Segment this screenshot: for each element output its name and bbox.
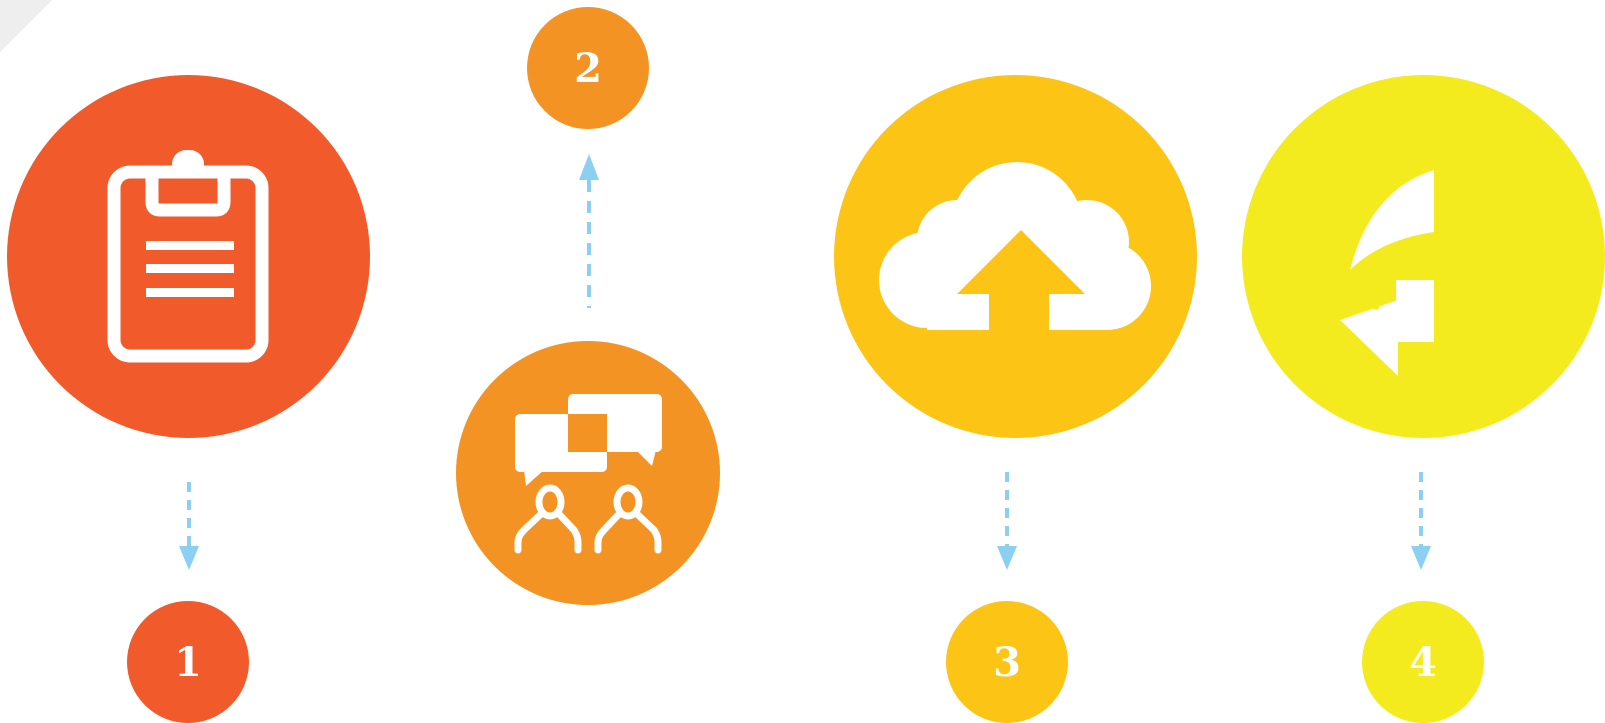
step-3-number-badge: 3: [946, 601, 1068, 723]
step-2-number-badge: 2: [527, 7, 649, 129]
step-4-connector-arrow: [1411, 472, 1431, 570]
cloud-upload-icon: [879, 162, 1151, 335]
team-discussion-icon: [514, 394, 662, 554]
step-1-connector-arrow: [179, 482, 199, 570]
step-4-number-badge: 4: [1362, 601, 1484, 723]
step-1-number-badge: 1: [127, 601, 249, 723]
corner-fold: [0, 0, 52, 52]
step-2-icon-circle: [456, 341, 720, 605]
step-2-connector-arrow: [579, 154, 599, 308]
step-1-icon-circle: [7, 75, 370, 438]
return-arrow-icon: [1340, 170, 1434, 376]
step-3-connector-arrow: [997, 472, 1017, 570]
clipboard-icon: [107, 150, 269, 363]
